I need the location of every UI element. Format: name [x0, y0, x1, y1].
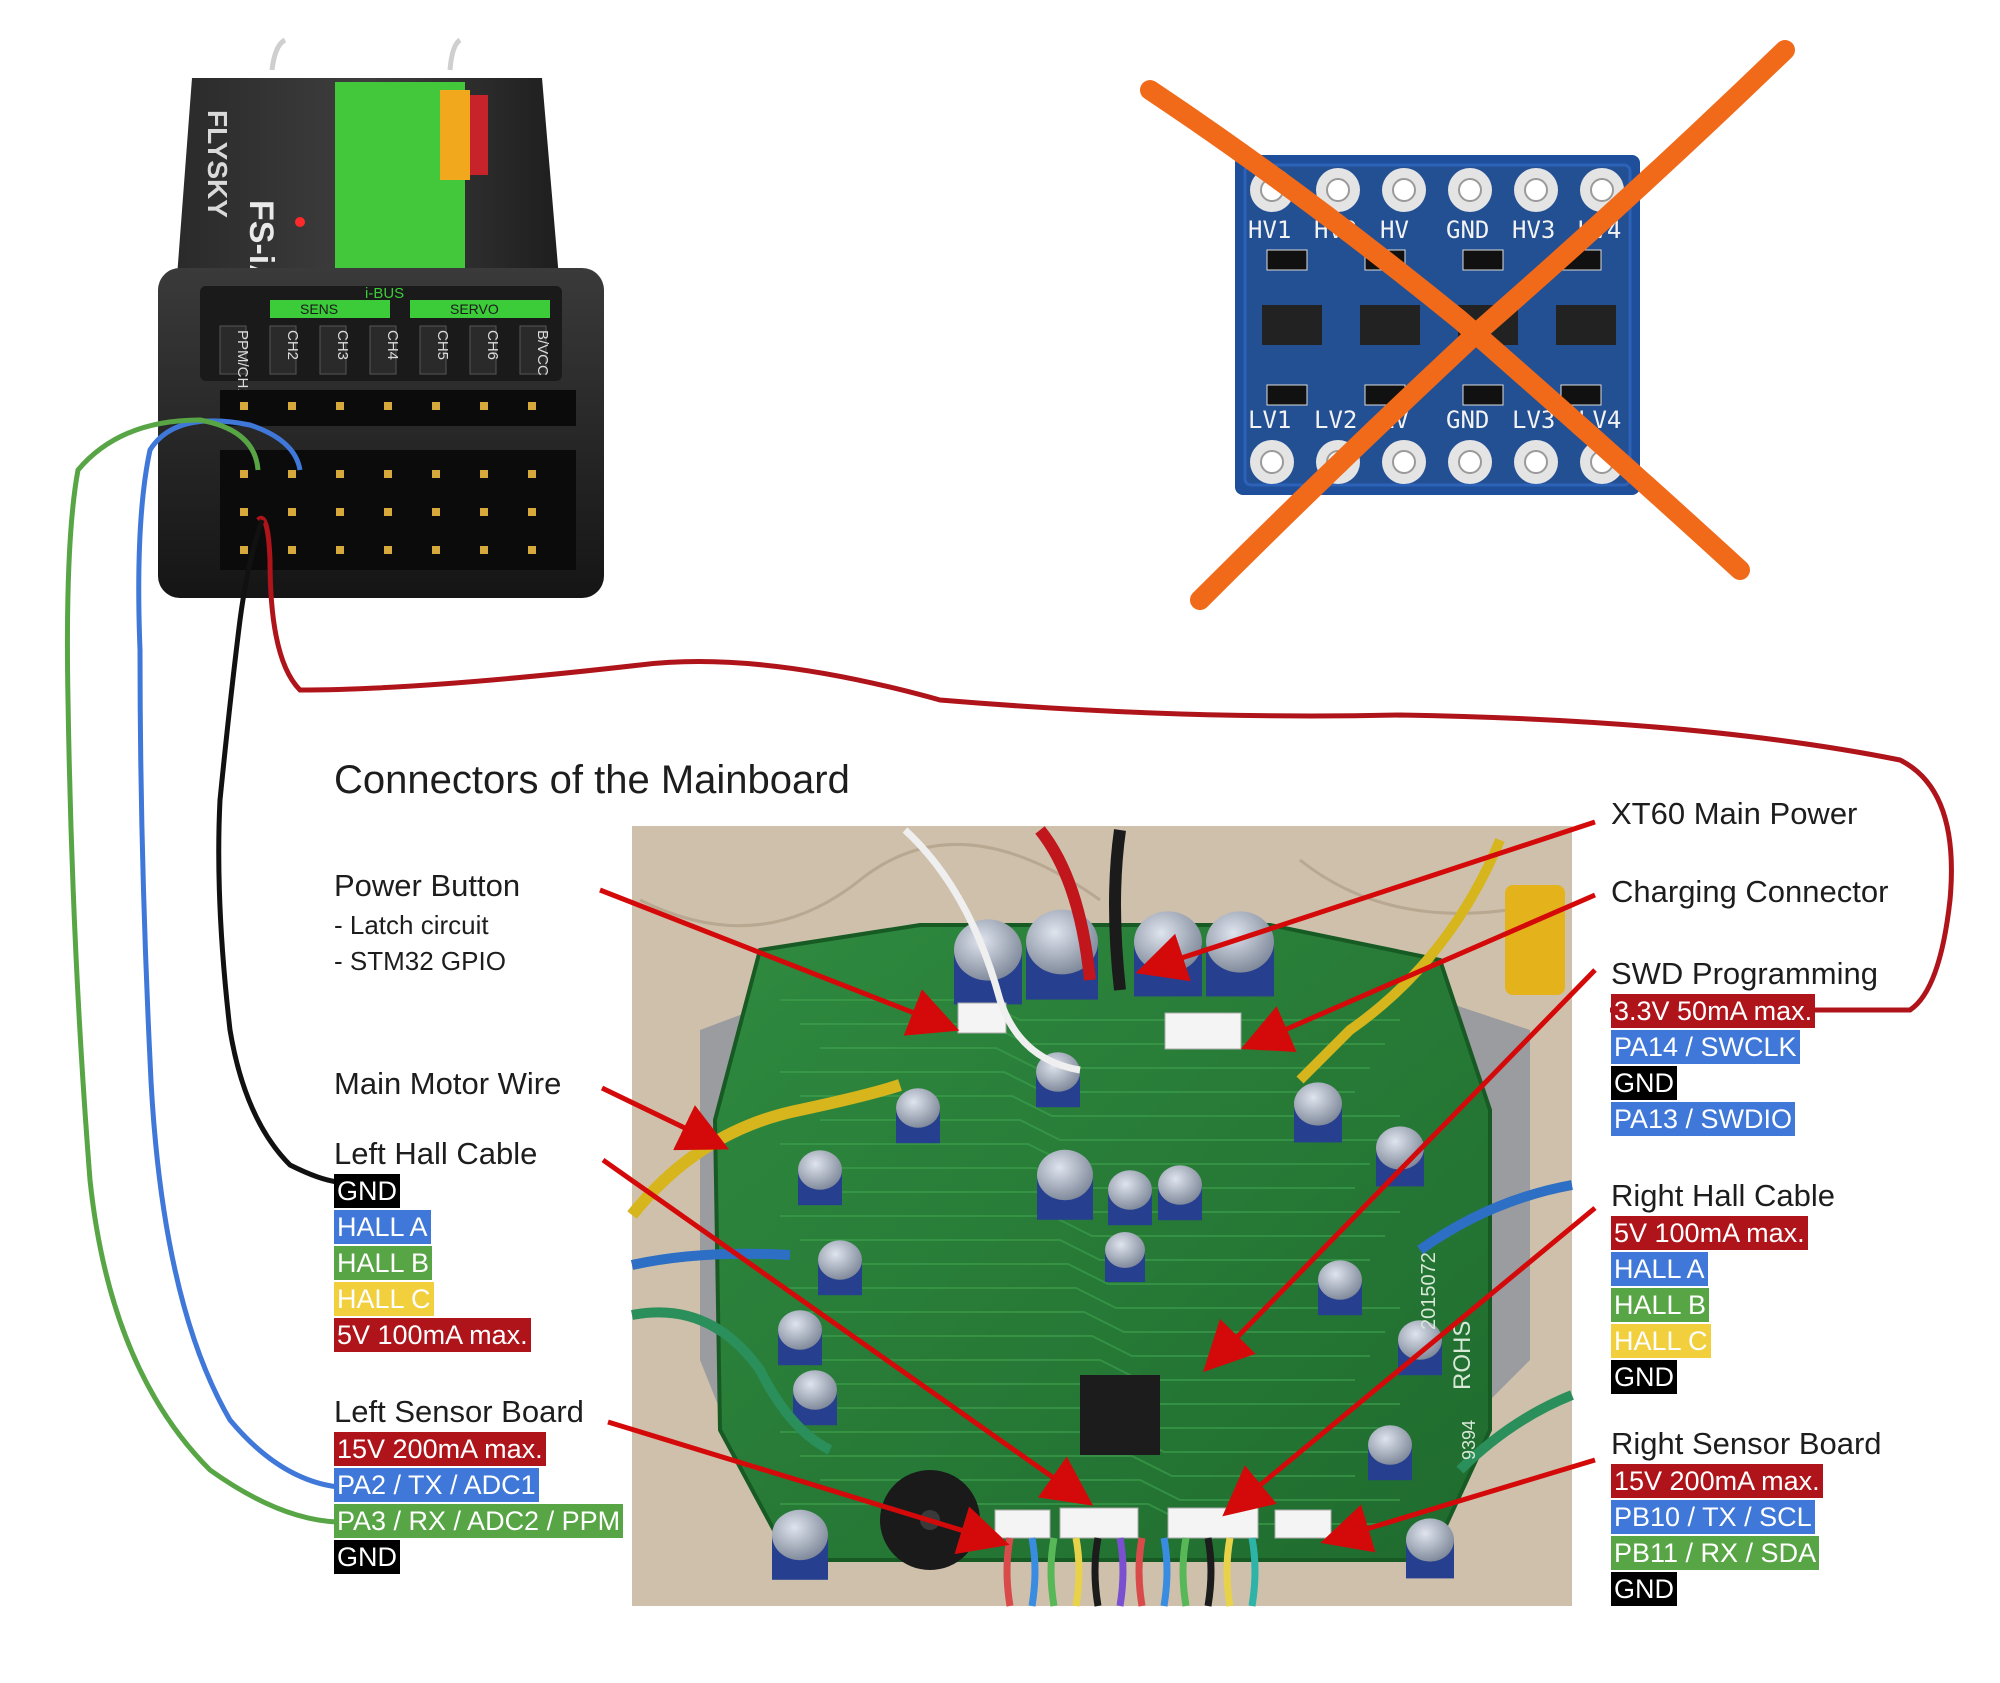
arrow-charging: [1240, 892, 1596, 1052]
left-sensor-connector: [1059, 1507, 1139, 1539]
black-wire: [216, 519, 339, 1185]
receiver-channel-6: B/VCC: [534, 330, 551, 376]
pcb-silk-rohs: ROHS: [1449, 1321, 1476, 1390]
receiver-channel-5: CH6: [484, 330, 501, 360]
arrow-power-button: [599, 887, 960, 1036]
left-sensor-pin-pa2-tx-adc1: PA2 / TX / ADC1: [334, 1468, 539, 1502]
left-sensor-pin-pa3-rx-adc2-ppm: PA3 / RX / ADC2 / PPM: [334, 1504, 624, 1538]
left-hall-label: Left Hall Cable: [334, 1136, 538, 1171]
right-sensor-pin-pb10-tx-scl: PB10 / TX / SCL: [1611, 1500, 1815, 1534]
swd-pin-3-3v-50ma-max: 3.3V 50mA max.: [1611, 994, 1816, 1028]
xt60-connector: [1505, 885, 1565, 995]
left-hall-connector: [994, 1509, 1051, 1539]
main-motor-wire-label: Main Motor Wire: [334, 1066, 562, 1101]
charging-label: Charging Connector: [1611, 874, 1889, 909]
right-hall-connector: [1274, 1509, 1332, 1539]
right-hall-pin-hall-a: HALL A: [1611, 1252, 1708, 1286]
left-hall-pin-gnd: GND: [334, 1174, 400, 1208]
receiver-channel-2: CH3: [334, 330, 351, 360]
swd-label: SWD Programming: [1611, 956, 1878, 991]
ls-top-label-2: HV: [1380, 216, 1409, 244]
cross-out-icon: [1140, 40, 1795, 610]
receiver-sens-label: SENS: [300, 301, 338, 317]
right-hall-pin-hall-c: HALL C: [1611, 1324, 1711, 1358]
arrow-left-sensor: [607, 1419, 1010, 1555]
arrow-right-sensor: [1320, 1457, 1596, 1553]
right-sensor-pin-pb11-rx-sda: PB11 / RX / SDA: [1611, 1536, 1820, 1570]
arrow-right-hall: [1222, 1206, 1597, 1517]
left-hall-pin-hall-a: HALL A: [334, 1210, 431, 1244]
swd-pin-pa13-swdio: PA13 / SWDIO: [1611, 1102, 1796, 1136]
page-title: Connectors of the Mainboard: [334, 758, 850, 802]
pcb-silk-number: 9394: [1459, 1420, 1479, 1460]
ls-bottom-label-3: GND: [1446, 406, 1489, 434]
ls-top-label-0: HV1: [1248, 216, 1291, 244]
arrow-xt60: [1135, 819, 1596, 982]
led-icon: [295, 217, 305, 227]
xt60-label: XT60 Main Power: [1611, 796, 1858, 831]
receiver-pin-header: [240, 402, 536, 554]
green-wire: [64, 417, 339, 1525]
red-wire: [256, 515, 1954, 1013]
power-button-note-latch: - Latch circuit: [334, 910, 489, 940]
power-button-connector: [957, 1002, 1007, 1034]
mainboard-photo: ROHS 2015072 9394: [627, 826, 1574, 1607]
right-hall-pin-hall-b: HALL B: [1611, 1288, 1710, 1322]
main-motor-wire: [627, 1079, 902, 1219]
right-hall-pin-gnd: GND: [1611, 1360, 1677, 1394]
arrow-main-motor: [600, 1085, 730, 1151]
arrow-swd: [1203, 968, 1597, 1373]
receiver-servo-label: SERVO: [450, 301, 499, 317]
jumper-wires: [64, 417, 1954, 1525]
arrow-left-hall: [601, 1157, 1094, 1506]
swd-pin-pa14-swclk: PA14 / SWCLK: [1611, 1030, 1800, 1064]
left-hall-pin-hall-c: HALL C: [334, 1282, 434, 1316]
right-sensor-pin-15v-200ma-max: 15V 200mA max.: [1611, 1464, 1823, 1498]
charging-connector: [1164, 1012, 1242, 1050]
right-hall-label: Right Hall Cable: [1611, 1178, 1835, 1213]
swd-pin-gnd: GND: [1611, 1066, 1677, 1100]
receiver-bus-label: i-BUS: [365, 285, 404, 302]
power-button-note-gpio: - STM32 GPIO: [334, 946, 506, 976]
receiver-channel-1: CH2: [284, 330, 301, 360]
pcb-silk-date: 2015072: [1418, 1252, 1440, 1330]
left-sensor-pin-gnd: GND: [334, 1540, 400, 1574]
right-sensor-label: Right Sensor Board: [1611, 1426, 1882, 1461]
receiver-channel-0: PPM/CH1: [234, 330, 251, 397]
receiver-channel-3: CH4: [384, 330, 401, 360]
right-sensor-connector: [1167, 1507, 1259, 1539]
receiver-channel-labels: PPM/CH1 CH2 CH3 CH4 CH5 CH6 B/VCC: [219, 325, 551, 397]
left-hall-pin-5v-100ma-max: 5V 100mA max.: [334, 1318, 531, 1352]
callout-arrows: [599, 819, 1597, 1555]
left-hall-pin-hall-b: HALL B: [334, 1246, 433, 1280]
stm32-chip: [1080, 1375, 1160, 1455]
right-hall-pin-5v-100ma-max: 5V 100mA max.: [1611, 1216, 1808, 1250]
left-sensor-label: Left Sensor Board: [334, 1394, 584, 1429]
left-sensor-pin-15v-200ma-max: 15V 200mA max.: [334, 1432, 546, 1466]
ls-bottom-label-0: LV1: [1248, 406, 1291, 434]
receiver-channel-4: CH5: [434, 330, 451, 360]
ls-top-label-4: HV3: [1512, 216, 1555, 244]
power-button-label: Power Button: [334, 868, 521, 903]
right-sensor-pin-gnd: GND: [1611, 1572, 1677, 1606]
receiver-brand: FLYSKY: [202, 110, 233, 218]
ls-top-label-3: GND: [1446, 216, 1489, 244]
ls-bottom-label-1: LV2: [1314, 406, 1357, 434]
